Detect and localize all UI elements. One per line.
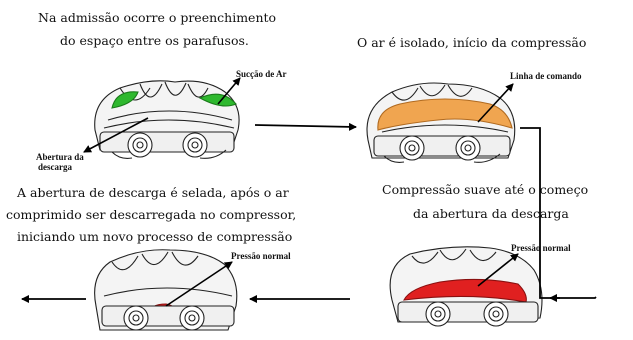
flow-arrow-stage1-to-stage2	[255, 125, 356, 127]
compressor-stage3	[390, 247, 542, 326]
compressor-stage4	[95, 250, 237, 330]
compressor-stage1	[95, 81, 239, 159]
compressor-stage2	[367, 83, 515, 162]
